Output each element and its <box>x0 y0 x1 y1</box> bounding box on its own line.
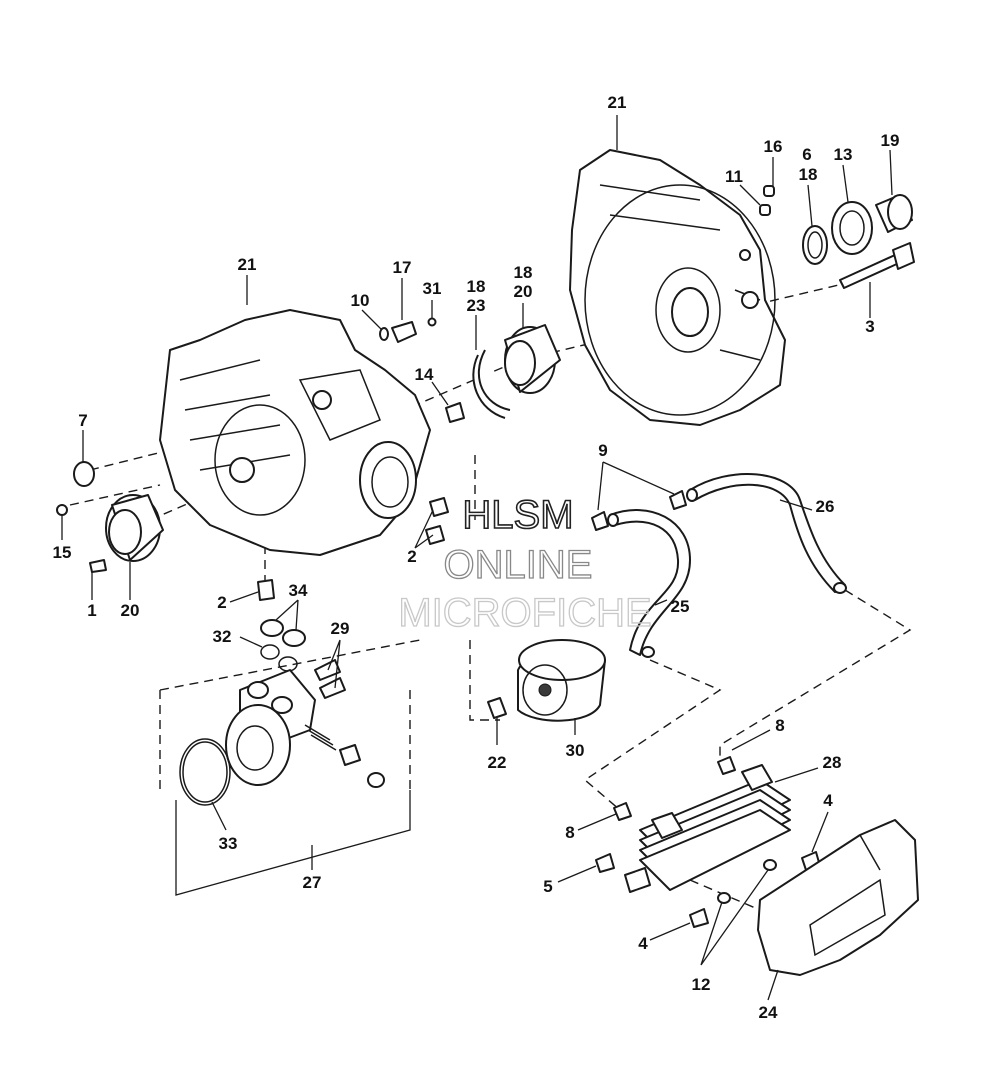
callout-4-right: 4 <box>823 791 833 810</box>
callout-2-left: 2 <box>217 593 226 612</box>
callout-33: 33 <box>219 834 238 853</box>
callout-18-right: 18 <box>514 263 533 282</box>
callout-4-left: 4 <box>638 934 648 953</box>
callout-15: 15 <box>53 543 72 562</box>
left-hardware <box>56 461 449 601</box>
callout-27: 27 <box>303 873 322 892</box>
callout-10: 10 <box>351 291 370 310</box>
callout-21-left: 21 <box>238 255 257 274</box>
callout-22: 22 <box>488 753 507 772</box>
callout-1: 1 <box>87 601 96 620</box>
callout-14: 14 <box>415 365 434 384</box>
callout-23: 23 <box>467 296 486 315</box>
watermark-line-1: HLSM <box>462 493 573 537</box>
callout-12: 12 <box>692 975 711 994</box>
left-crankcase-half <box>159 309 431 556</box>
callout-9: 9 <box>598 441 607 460</box>
callout-24: 24 <box>759 1003 778 1022</box>
callout-16: 16 <box>764 137 783 156</box>
callout-26: 26 <box>816 497 835 516</box>
callout-19: 19 <box>881 131 900 150</box>
callout-21-top: 21 <box>608 93 627 112</box>
watermark-line-3: MICROFICHE <box>398 591 651 635</box>
watermark-line-2: ONLINE <box>444 543 593 587</box>
callout-25: 25 <box>671 597 690 616</box>
callout-8-left: 8 <box>565 823 574 842</box>
leader-lines <box>61 115 893 1001</box>
callout-20-left: 20 <box>121 601 140 620</box>
oil-filter <box>487 639 606 722</box>
callout-5: 5 <box>543 877 552 896</box>
callout-3: 3 <box>865 317 874 336</box>
callout-18-top: 18 <box>799 165 818 184</box>
callout-2-right: 2 <box>407 547 416 566</box>
watermark: HLSM ONLINE MICROFICHE <box>398 492 653 635</box>
callout-32: 32 <box>213 627 232 646</box>
callout-13: 13 <box>834 145 853 164</box>
callout-30: 30 <box>566 741 585 760</box>
callout-34: 34 <box>289 581 308 600</box>
oil-filter-adapter <box>179 619 385 806</box>
oil-cooler <box>595 756 821 928</box>
callout-17: 17 <box>393 258 412 277</box>
callout-7: 7 <box>78 411 87 430</box>
callout-labels: 21 16 11 6 18 13 19 3 21 17 31 10 18 23 … <box>53 93 900 1022</box>
top-hardware <box>379 185 915 423</box>
oil-cooler-cover <box>757 819 919 976</box>
callout-18-mid: 18 <box>467 277 486 296</box>
callout-11: 11 <box>725 167 743 186</box>
callout-28: 28 <box>823 753 842 772</box>
callout-6: 6 <box>802 145 811 164</box>
callout-20-top: 20 <box>514 282 533 301</box>
callout-8-top: 8 <box>775 716 784 735</box>
callout-29: 29 <box>331 619 350 638</box>
oil-hoses <box>591 473 847 658</box>
right-crankcase-half <box>569 149 786 426</box>
callout-31: 31 <box>423 279 442 298</box>
